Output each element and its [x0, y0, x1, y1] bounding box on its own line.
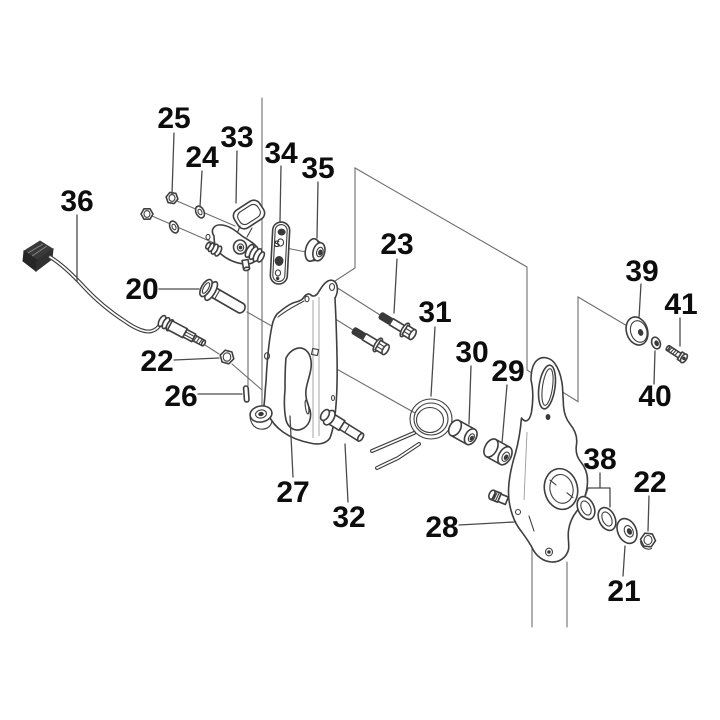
leader-23 — [393, 258, 398, 314]
part-35-grommet — [304, 237, 326, 262]
bracket-s-marking: S — [274, 239, 280, 249]
part-26-pin — [242, 385, 250, 403]
part-32-bolt — [319, 408, 365, 442]
part-40-washer — [650, 336, 662, 350]
leader-30 — [468, 365, 472, 425]
assembly-drawing: S — [22, 191, 689, 563]
callout-33: 33 — [220, 121, 253, 154]
part-29-bushing — [483, 438, 513, 466]
leader-40 — [653, 350, 656, 385]
leader-25 — [171, 132, 175, 195]
callout-38: 38 — [583, 443, 616, 476]
leader-28 — [458, 521, 515, 526]
part-25-nuts — [140, 191, 179, 220]
part-30-bushing — [447, 419, 478, 446]
callout-28: 28 — [425, 511, 458, 544]
leader-21 — [622, 545, 626, 577]
callout-32: 32 — [332, 501, 365, 534]
leader-32 — [344, 443, 349, 503]
leader-22-left — [173, 357, 220, 361]
callout-23: 23 — [380, 228, 413, 261]
callout-25: 25 — [157, 102, 190, 135]
part-27-bracket-plate — [249, 279, 339, 445]
leader-38 — [584, 472, 611, 508]
leader-34 — [279, 165, 282, 222]
leader-35 — [316, 181, 319, 239]
callout-26: 26 — [164, 380, 197, 413]
leader-39 — [638, 283, 642, 319]
callout-35: 35 — [301, 152, 334, 185]
callout-40: 40 — [638, 380, 671, 413]
leader-lines — [76, 132, 681, 577]
callout-22-right: 22 — [633, 466, 666, 499]
part-31-spring — [370, 398, 453, 470]
callout-24: 24 — [185, 141, 219, 174]
leader-22-right — [647, 495, 650, 532]
callout-31: 31 — [418, 296, 451, 329]
part-24-washers — [168, 205, 206, 234]
part-22-nut-left — [219, 349, 235, 365]
part-34-bracket: S — [269, 221, 291, 285]
part-23-bolts — [351, 312, 418, 356]
part-36-wire — [22, 240, 207, 347]
callout-labels: 25 24 33 34 35 36 20 23 31 30 29 39 41 4… — [60, 102, 697, 608]
callout-20: 20 — [125, 273, 158, 306]
leader-24 — [199, 170, 203, 208]
leader-27 — [289, 415, 294, 478]
part-22-nut-right — [639, 532, 657, 550]
leader-29 — [501, 384, 508, 444]
leader-31 — [430, 326, 436, 397]
callout-41: 41 — [664, 288, 697, 321]
callout-22-left: 22 — [140, 345, 173, 378]
part-39-washer — [625, 316, 649, 346]
part-41-screw — [665, 344, 689, 364]
leader-33 — [235, 150, 238, 204]
callout-36: 36 — [60, 185, 93, 218]
part-33-valve — [204, 199, 266, 272]
part-28-cover-plate — [488, 356, 589, 563]
callout-39: 39 — [625, 255, 658, 288]
callout-21: 21 — [607, 575, 640, 608]
callout-30: 30 — [455, 336, 488, 369]
part-38-washers — [576, 495, 617, 532]
callout-27: 27 — [276, 476, 309, 509]
association-lines — [151, 97, 630, 628]
part-20-bolt — [199, 278, 246, 314]
part-21-washer — [616, 517, 638, 545]
callout-29: 29 — [491, 355, 524, 388]
callout-34: 34 — [264, 137, 298, 170]
